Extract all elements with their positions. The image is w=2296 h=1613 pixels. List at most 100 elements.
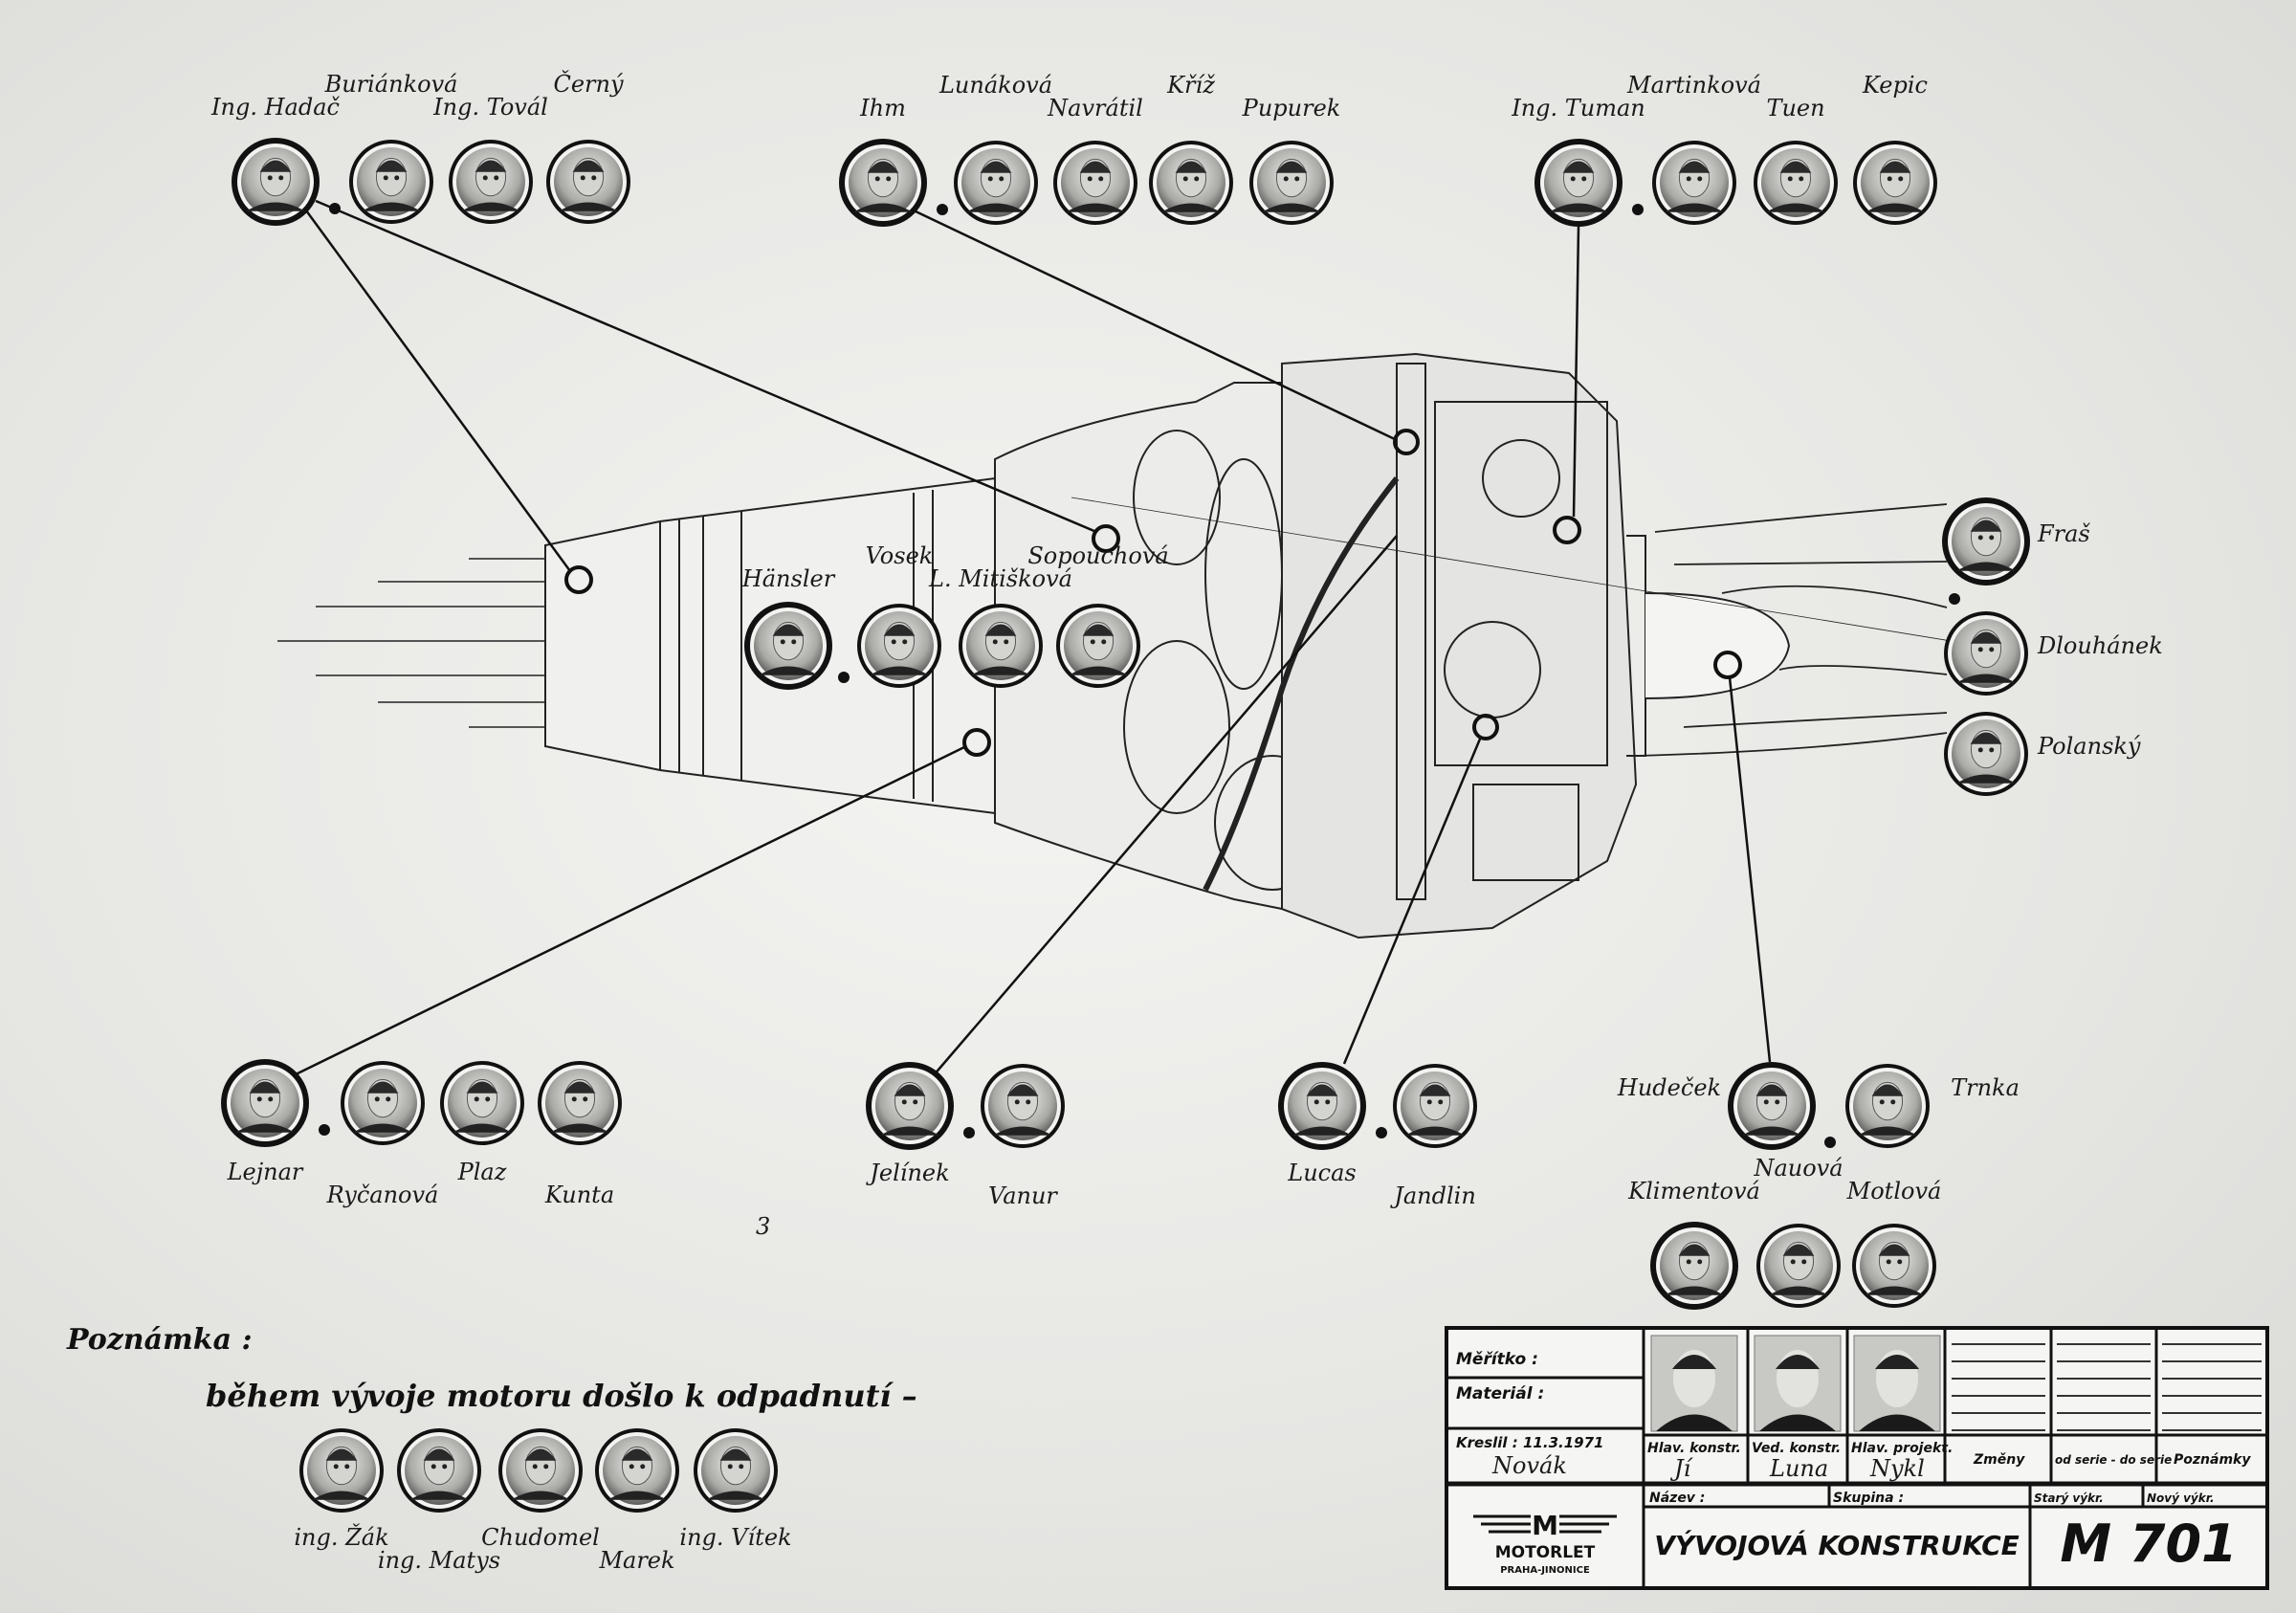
intake-arrows <box>1635 503 1948 757</box>
company-location: PRAHA-JINONICE <box>1500 1565 1590 1576</box>
signature: Tuen <box>1766 95 1824 122</box>
signature: ing. Matys <box>378 1547 500 1574</box>
engine-drawing <box>277 352 1981 939</box>
signature: Marek <box>598 1547 674 1574</box>
signature: L. Mitišková <box>928 565 1072 592</box>
signature: Fraš <box>2037 520 2090 547</box>
group-dot <box>1949 593 1960 605</box>
approver-photo <box>1853 1335 1941 1432</box>
drawing-number: M 701 <box>2060 1514 2237 1574</box>
portrait <box>1053 141 1137 225</box>
portrait <box>546 140 630 224</box>
signature: Jandlin <box>1389 1182 1476 1209</box>
signature: Ing. Hadač <box>210 94 340 121</box>
group-dot <box>963 1127 975 1138</box>
portrait <box>397 1428 481 1513</box>
group-dot <box>937 204 948 215</box>
column-series: od serie - do serie <box>2055 1453 2172 1467</box>
group-dot <box>1376 1127 1387 1138</box>
svg-text:M: M <box>1532 1510 1558 1541</box>
signature: Chudomel <box>481 1524 600 1551</box>
portrait <box>954 141 1038 225</box>
signature: Polanský <box>2037 733 2141 760</box>
portrait <box>1944 611 2028 696</box>
signature: Navrátil <box>1047 95 1143 122</box>
portrait <box>349 140 433 224</box>
approver-photo <box>1650 1335 1738 1432</box>
signature: Kepic <box>1862 72 1928 99</box>
role-label-chief-project: Hlav. projekt. <box>1851 1441 1953 1456</box>
role-label-lead-designer: Ved. konstr. <box>1752 1441 1841 1456</box>
portrait <box>839 139 927 227</box>
portrait <box>1845 1064 1930 1148</box>
role-label-chief-designer: Hlav. konstr. <box>1647 1441 1741 1456</box>
portraits <box>221 138 2030 1513</box>
drawing-name: VÝVOJOVÁ KONSTRUKCE <box>1654 1529 2020 1561</box>
signature: ing. Žák <box>294 1523 388 1551</box>
signature: Černý <box>553 70 623 98</box>
scale-label: Měřítko : <box>1456 1350 1538 1369</box>
portrait <box>1650 1222 1738 1310</box>
portrait <box>1728 1062 1816 1150</box>
target-markers <box>564 429 1742 757</box>
portrait <box>1149 141 1233 225</box>
portrait <box>1756 1224 1841 1308</box>
column-changes: Změny <box>1973 1452 2025 1468</box>
signature: Ihm <box>859 95 906 122</box>
signature: Vanur <box>988 1182 1058 1209</box>
portrait <box>1754 141 1838 225</box>
company-name: MOTORLET <box>1495 1543 1596 1562</box>
portrait <box>1853 141 1937 225</box>
signature: Ing. Továl <box>432 94 548 121</box>
group-dot <box>838 672 850 683</box>
signature: Buriánková <box>324 71 458 98</box>
portrait <box>440 1061 524 1145</box>
portrait <box>595 1428 679 1513</box>
portrait <box>744 602 832 690</box>
portrait <box>959 604 1043 688</box>
approver-photos <box>1650 1335 1941 1432</box>
old-drawing-label: Starý výkr. <box>2034 1491 2104 1505</box>
portrait <box>857 604 941 688</box>
signature: Trnka <box>1951 1074 2020 1101</box>
signature: Sopouchová <box>1027 542 1168 569</box>
revision-lines <box>1952 1343 2262 1431</box>
signature: Nauová <box>1753 1155 1843 1182</box>
signature: Jelínek <box>865 1160 949 1186</box>
signature: Vosek <box>866 542 934 569</box>
approver-photo <box>1754 1335 1842 1432</box>
portrait <box>1852 1224 1936 1308</box>
title-block: Měřítko : Materiál : Kreslil : 11.3.1971… <box>1445 1326 2269 1590</box>
signature: Motlová <box>1846 1178 1942 1204</box>
signature: Pupurek <box>1242 95 1341 122</box>
portrait <box>1249 141 1334 225</box>
material-label: Materiál : <box>1456 1384 1544 1403</box>
signature: Hudeček <box>1617 1074 1721 1101</box>
new-drawing-label: Nový výkr. <box>2147 1491 2215 1505</box>
note-heading: Poznámka : <box>66 1323 253 1357</box>
portrait <box>449 140 533 224</box>
drawn-label: Kreslil : 11.3.1971 <box>1456 1434 1603 1451</box>
signature: Lejnar <box>227 1159 304 1185</box>
portrait <box>341 1061 425 1145</box>
group-dot <box>329 203 341 214</box>
portrait <box>1942 497 2030 586</box>
group-dot <box>319 1124 330 1136</box>
compressor-section <box>1281 352 1638 939</box>
portrait <box>1056 604 1140 688</box>
name-label: Název : <box>1649 1491 1705 1506</box>
portrait <box>1652 141 1736 225</box>
signature: Kříž <box>1166 72 1215 99</box>
role-signature-lead-designer: Luna <box>1769 1455 1828 1482</box>
portrait <box>221 1059 309 1147</box>
portrait <box>232 138 320 226</box>
signature: Ing. Tuman <box>1511 95 1645 122</box>
role-signature-chief-project: Nykl <box>1869 1455 1925 1482</box>
exhaust-lines <box>277 558 545 728</box>
group-label: Skupina : <box>1833 1491 1904 1506</box>
signature: Lunáková <box>938 72 1052 99</box>
portrait <box>866 1062 954 1150</box>
motorlet-logo: M MOTORLET PRAHA-JINONICE <box>1473 1510 1617 1576</box>
